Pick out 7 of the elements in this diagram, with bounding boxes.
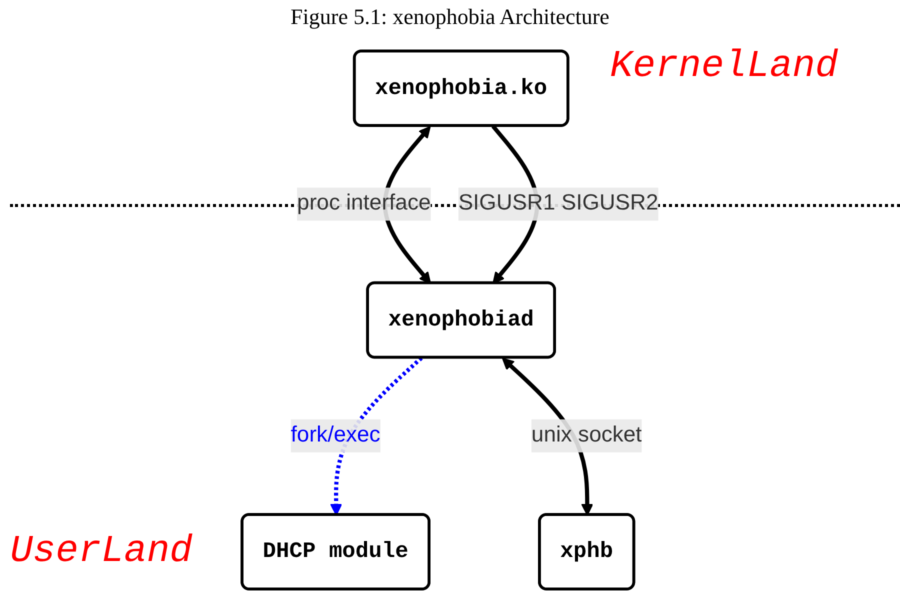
edge-label: unix socket bbox=[531, 423, 642, 447]
region-label: UserLand bbox=[10, 530, 192, 573]
edge-label: SIGUSR1 SIGUSR2 bbox=[458, 192, 658, 216]
region-label: KernelLand bbox=[610, 45, 838, 88]
title: Figure 5.1: xenophobia Architecture bbox=[290, 4, 610, 30]
edge-label: fork/exec bbox=[290, 423, 380, 447]
edge-label: proc interface bbox=[296, 192, 431, 216]
